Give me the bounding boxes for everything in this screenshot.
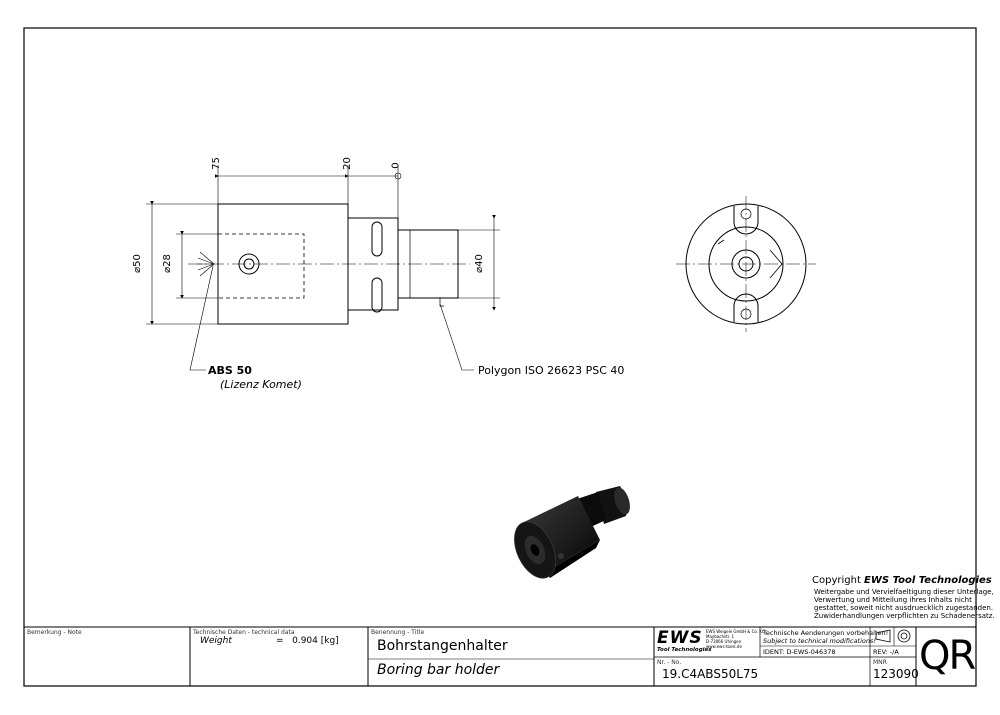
- sheet-border: [23, 27, 977, 687]
- mnr-label: MNR: [873, 659, 887, 666]
- weight-value: = 0.904 [kg]: [276, 636, 339, 646]
- abs-callout-subtitle: (Lizenz Komet): [220, 378, 302, 391]
- copyright-heading: Copyright EWS Tool Technologies: [812, 575, 992, 586]
- number-label: Nr. - No.: [657, 659, 682, 666]
- dimension-dia-40: ⌀40: [473, 254, 485, 273]
- weight-label: Weight: [200, 636, 232, 646]
- revision: REV: -/A: [873, 648, 899, 656]
- title-german: Bohrstangenhalter: [377, 638, 508, 654]
- polygon-callout: Polygon ISO 26623 PSC 40: [478, 364, 625, 377]
- qr-code-label: QR: [919, 633, 976, 679]
- copyright-brand: EWS Tool Technologies: [864, 575, 992, 586]
- company-line-3: D-73066 Uhingen: [706, 639, 742, 644]
- dimension-lines: [146, 165, 500, 371]
- title-block-grid: [24, 626, 976, 686]
- dimension-0: 0: [390, 162, 402, 169]
- title-label: Benennung - Title: [371, 629, 425, 636]
- note-label: Bemerkung - Note: [27, 629, 82, 636]
- dimension-20: 20: [341, 157, 353, 170]
- isometric-view: [514, 486, 630, 579]
- copyright-line-3: gestattet, soweit nicht ausdruecklich zu…: [814, 604, 994, 612]
- tech-data-label: Technische Daten - technical data: [193, 629, 295, 636]
- mnr-number: 123090: [873, 667, 919, 681]
- company-line-1: EWS Weigele GmbH & Co. KG: [706, 629, 766, 634]
- projection-symbol: [875, 629, 911, 643]
- ews-logo-subtitle: Tool Technologies: [657, 647, 712, 653]
- change-notice-english: Subject to technical modifications!: [763, 637, 876, 645]
- ews-logo: EWS: [657, 628, 703, 648]
- copyright-line-4: Zuwiderhandlungen verpflichten zu Schade…: [814, 612, 995, 620]
- company-line-2: Maybachstr. 1: [706, 634, 735, 639]
- dimension-dia-50: ⌀50: [131, 254, 143, 273]
- part-number: 19.C4ABS50L75: [662, 667, 759, 681]
- dimension-dia-28: ⌀28: [161, 254, 173, 273]
- copyright-prefix: Copyright: [812, 575, 865, 586]
- copyright-line-1: Weitergabe und Vervielfaeltigung dieser …: [814, 588, 994, 596]
- company-line-4: www.ews-tools.de: [706, 644, 742, 649]
- abs-callout-title: ABS 50: [208, 364, 252, 377]
- ident-number: IDENT: D-EWS-046378: [763, 648, 836, 656]
- dimension-75: 75: [210, 157, 222, 170]
- title-english: Boring bar holder: [377, 662, 500, 678]
- front-view: [676, 196, 816, 332]
- change-notice-german: Technische Aenderungen vorbehalten!: [763, 629, 889, 637]
- side-view: [188, 203, 470, 325]
- copyright-line-2: Verwertung und Mitteilung ihres Inhalts …: [814, 596, 972, 604]
